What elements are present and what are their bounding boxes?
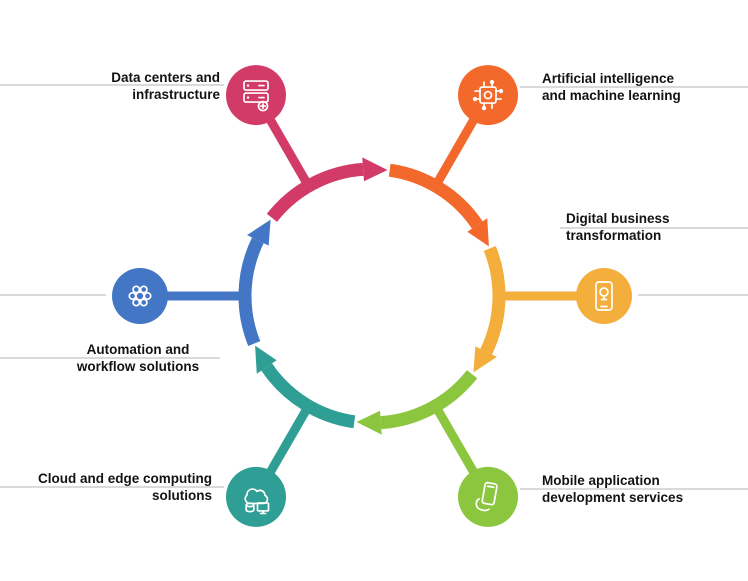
node-data-centers [226,65,286,126]
smartphone-idea-icon [595,281,613,311]
label-line: Data centers and [111,70,220,85]
ai-chip-icon [472,79,504,111]
decorative-line [0,486,224,488]
label-line: Mobile application [542,473,660,488]
gear-flower-icon [128,285,152,307]
arc-automation [238,237,264,347]
arc-ai-ml [388,163,483,229]
label-cloud-computing: Cloud and edge computing solutions [20,470,212,504]
label-line: workflow solutions [76,359,200,374]
decorative-line [520,488,748,490]
label-line: Digital business [566,211,670,226]
arrowhead-automation [247,219,271,246]
arrowhead-digital-transformation [473,346,497,373]
label-line: Artificial intelligence [542,71,675,86]
label-data-centers: Data centers and infrastructure [28,69,220,103]
arrowhead-cloud-computing [255,345,277,374]
label-line: transformation [566,228,662,243]
arc-cloud-computing [261,363,356,429]
arrowhead-mobile-development [356,410,382,435]
label-mobile-development: Mobile application development services [542,472,747,506]
decorative-line [520,86,748,88]
node-mobile-development [458,466,518,527]
label-line: solutions [152,488,212,503]
server-icon [243,80,269,112]
label-digital-transformation: Digital business transformation [566,210,746,244]
decorative-line [560,227,748,229]
stem-cloud-computing [264,402,314,478]
decorative-line [0,294,106,296]
label-line: development services [542,490,684,505]
label-line: Cloud and edge computing [38,471,212,486]
arc-data-centers [266,162,364,222]
arc-digital-transformation [480,245,506,355]
node-automation [112,268,168,324]
label-ai-ml: Artificial intelligence and machine lear… [542,70,747,104]
decorative-line [638,294,748,296]
node-ai-ml [458,65,518,126]
cloud-computing-icon [244,488,270,515]
decorative-line [0,84,224,86]
decorative-line [0,357,220,359]
stem-data-centers [264,114,314,190]
arc-mobile-development [380,370,478,430]
arrowhead-ai-ml [467,218,489,247]
label-automation: Automation and workflow solutions [38,341,238,375]
label-line: Automation and [86,342,190,357]
stem-ai-ml [430,114,480,190]
node-cloud-computing [226,466,286,527]
stem-mobile-development [430,402,480,478]
mobile-hand-icon [475,481,498,512]
label-line: infrastructure [132,87,220,102]
arrowhead-data-centers [362,157,388,182]
label-line: and machine learning [542,88,681,103]
